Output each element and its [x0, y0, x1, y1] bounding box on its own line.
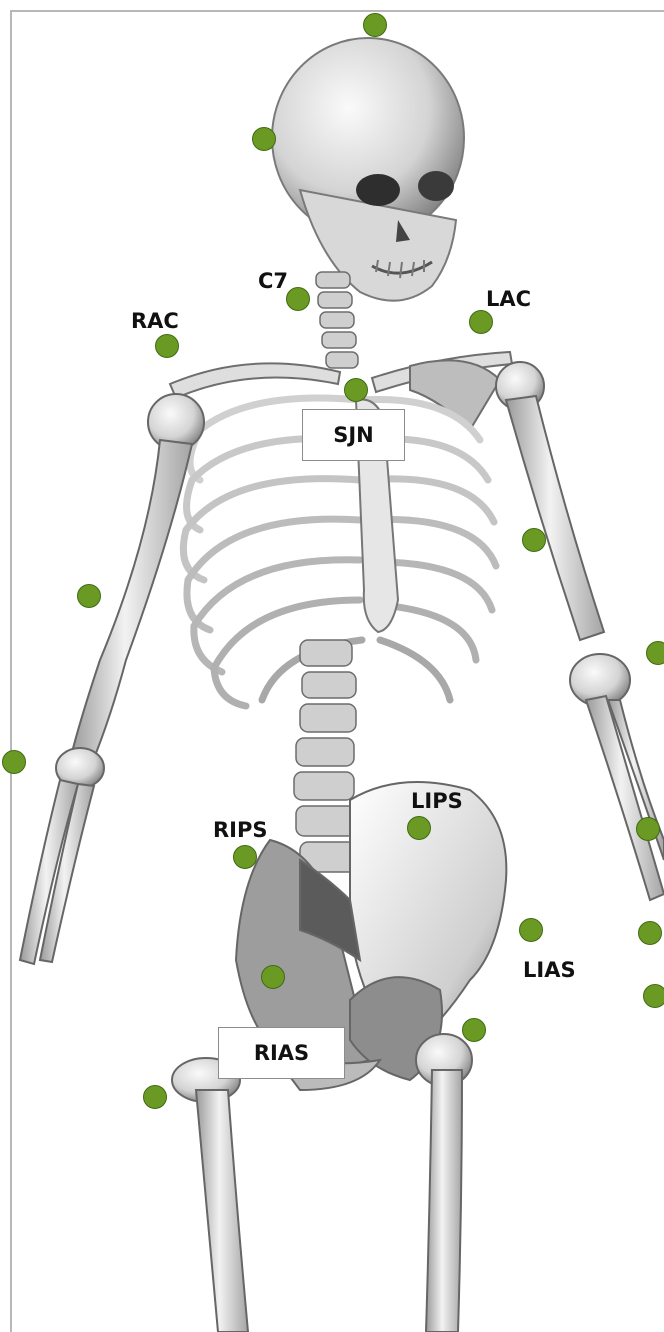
- label-sjn-box: SJN: [302, 409, 405, 461]
- marker-c7: [286, 287, 310, 311]
- label-rips: RIPS: [213, 820, 268, 841]
- marker-rac: [155, 334, 179, 358]
- marker-lac: [469, 310, 493, 334]
- cervical-spine: [316, 272, 358, 368]
- marker-sjn: [344, 378, 368, 402]
- marker-rias: [261, 965, 285, 989]
- marker-left-forearm: [636, 817, 660, 841]
- label-lac: LAC: [486, 289, 531, 310]
- label-rac: RAC: [131, 311, 179, 332]
- marker-rips: [233, 845, 257, 869]
- right-arm: [20, 394, 204, 964]
- marker-left-hip: [462, 1018, 486, 1042]
- label-lips: LIPS: [411, 791, 463, 812]
- label-lias: LIAS: [523, 960, 576, 981]
- marker-head-side: [252, 127, 276, 151]
- marker-head-top: [363, 13, 387, 37]
- label-sjn: SJN: [333, 423, 374, 447]
- skull: [272, 38, 464, 301]
- label-rias-box: RIAS: [218, 1027, 345, 1079]
- marker-left-chest: [522, 528, 546, 552]
- marker-left-hand: [638, 921, 662, 945]
- marker-lips: [407, 816, 431, 840]
- marker-lias: [519, 918, 543, 942]
- marker-left-elbow: [646, 641, 664, 665]
- marker-right-wrist: [2, 750, 26, 774]
- label-c7: C7: [258, 271, 288, 292]
- label-rias: RIAS: [254, 1041, 309, 1065]
- marker-right-upper-arm: [77, 584, 101, 608]
- marker-right-thigh: [143, 1085, 167, 1109]
- marker-left-hand-lower: [643, 984, 664, 1008]
